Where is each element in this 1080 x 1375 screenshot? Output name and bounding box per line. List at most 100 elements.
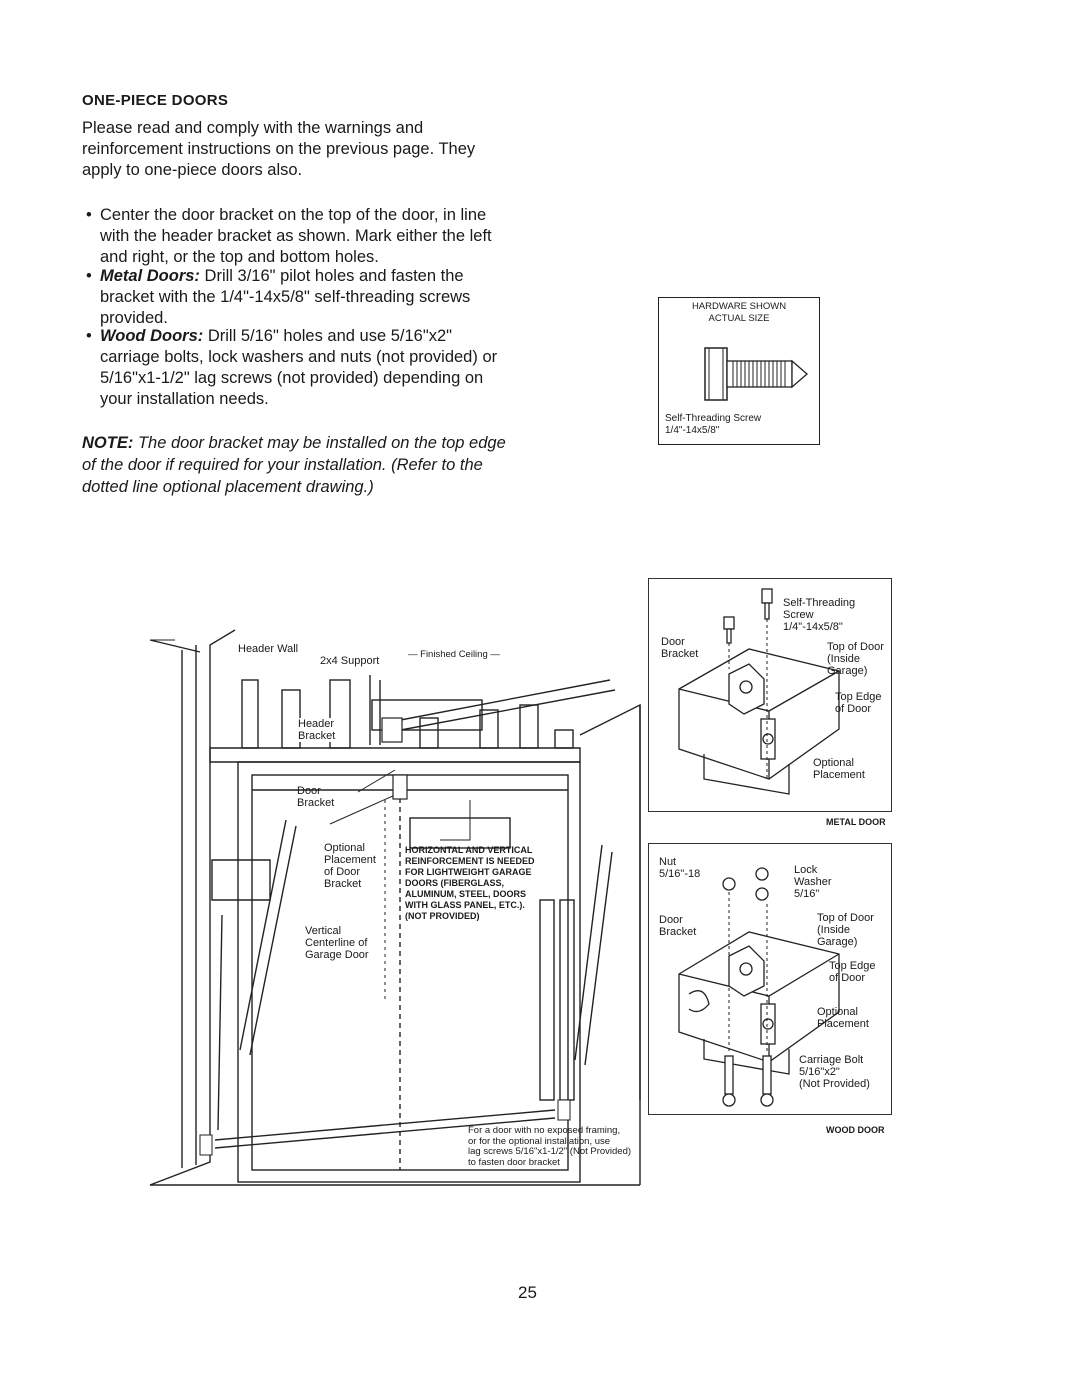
optional-label-1: Optional (324, 842, 365, 854)
wood-lock-1: Lock (794, 864, 818, 876)
metal-tod-2: (Inside (827, 653, 861, 665)
door-bracket-label: Door Bracket (297, 785, 334, 809)
bullet-line: bracket with the 1/4"-14x5/8" self-threa… (100, 288, 471, 306)
header-bracket-icon (381, 717, 403, 743)
bullet-first: Drill 3/16" pilot holes and fasten the (204, 267, 464, 285)
metal-top-edge-label: Top Edge of Door (835, 691, 881, 715)
wood-door-drawing (678, 867, 840, 1107)
bullet-dot: • (86, 327, 92, 345)
hardware-caption-1: Self-Threading Screw (665, 413, 762, 424)
wood-door-bracket-label: Door Bracket (659, 914, 696, 938)
optional-label-3: of Door (324, 866, 361, 878)
header-bracket-label-2: Bracket (298, 730, 336, 742)
door-bracket-icon (392, 774, 408, 800)
wood-te-1: Top Edge (829, 960, 876, 972)
hardware-caption-2: 1/4"-14x5/8" (665, 425, 720, 436)
ceiling-label: — Finished Ceiling — (408, 649, 500, 660)
metal-te-1: Top Edge (835, 691, 882, 703)
reinforcement-warning: HORIZONTAL AND VERTICAL REINFORCEMENT IS… (405, 845, 535, 922)
metal-opt-1: Optional (813, 757, 854, 769)
bullet-line: carriage bolts, lock washers and nuts (n… (100, 348, 498, 366)
metal-door-drawing (678, 588, 840, 795)
metal-door-bracket-label: Door Bracket (661, 636, 698, 660)
bullet-dot: • (86, 267, 92, 285)
door-bracket-label-1: Door (297, 785, 321, 797)
wood-top-edge-label: Top Edge of Door (829, 960, 875, 984)
ceiling-label-text: Finished Ceiling (420, 649, 488, 660)
metal-screw-2: Screw (783, 609, 814, 621)
wood-lock-washer-label: Lock Washer 5/16" (794, 864, 832, 900)
bullet-line: your installation needs. (100, 390, 269, 408)
intro-line-3: apply to one-piece doors also. (82, 161, 303, 179)
hardware-title-2: ACTUAL SIZE (708, 313, 770, 324)
footnote-3: lag screws 5/16"x1-1/2" (Not Provided) (468, 1146, 632, 1157)
bullet-line: with the header bracket as shown. Mark e… (100, 227, 492, 245)
hardware-title: HARDWARE SHOWN ACTUAL SIZE (659, 301, 819, 325)
hardware-caption: Self-Threading Screw 1/4"-14x5/8" (665, 413, 761, 437)
bullet-line: and right, or the top and bottom holes. (100, 248, 379, 266)
metal-top-of-door-label: Top of Door (Inside Garage) (827, 641, 884, 677)
footnote-2: or for the optional installation, use (468, 1135, 611, 1147)
bullet-line: 5/16"x1-1/2" lag screws (not provided) d… (100, 369, 484, 387)
warning-line-4: DOORS (FIBERGLASS, (405, 878, 505, 888)
footnote-4: to fasten door bracket (468, 1156, 560, 1168)
intro-line-1: Please read and comply with the warnings… (82, 119, 424, 137)
bottom-bracket-left-icon (199, 1134, 213, 1156)
bullet-lead: Metal Doors: (100, 267, 200, 285)
vertical-label-2: Centerline of (305, 937, 368, 949)
optional-label-2: Placement (324, 854, 376, 866)
vertical-label-3: Garage Door (305, 949, 369, 961)
wood-nut-2: 5/16"-18 (659, 868, 701, 880)
footnote: For a door with no exposed framing, or f… (468, 1125, 632, 1168)
bullet-wood-doors: • Wood Doors: Drill 5/16" holes and use … (86, 326, 526, 410)
header-bracket-label: Header Bracket (298, 718, 336, 742)
note-line-1: The door bracket may be installed on the… (137, 434, 506, 452)
bullet-lead: Wood Doors: (100, 327, 204, 345)
metal-optional-label: Optional Placement (813, 757, 865, 781)
warning-line-6: WITH GLASS PANEL, ETC.). (405, 900, 525, 910)
optional-label-4: Bracket (324, 878, 362, 890)
metal-opt-2: Placement (813, 769, 865, 781)
warning-line-1: HORIZONTAL AND VERTICAL (405, 845, 533, 855)
metal-tod-3: Garage) (827, 665, 868, 677)
wood-te-2: of Door (829, 972, 866, 984)
door-bracket-label-2: Bracket (297, 797, 335, 809)
bullet-line: Metal Doors: Drill 3/16" pilot holes and… (100, 266, 526, 287)
wood-db-2: Bracket (659, 926, 697, 938)
wood-nut-1: Nut (659, 856, 677, 868)
support-label: 2x4 Support (320, 655, 380, 667)
note-line-2: of the door if required for your install… (82, 456, 483, 474)
note-line: NOTE: The door bracket may be installed … (82, 432, 532, 454)
bullet-first: Drill 5/16" holes and use 5/16"x2" (207, 327, 452, 345)
wood-bolt-3: (Not Provided) (799, 1078, 870, 1090)
page-number: 25 (518, 1283, 537, 1302)
vertical-centerline-label: Vertical Centerline of Garage Door (305, 925, 369, 961)
metal-door-figure: Self-Threading Screw 1/4"-14x5/8" Door B… (648, 578, 892, 812)
warning-line-7: (NOT PROVIDED) (405, 911, 480, 921)
warning-line-2: REINFORCEMENT IS NEEDED (405, 856, 535, 866)
wood-door-caption: WOOD DOOR (826, 1125, 885, 1135)
wood-tod-1: Top of Door (817, 912, 874, 924)
note: NOTE: The door bracket may be installed … (82, 432, 532, 498)
wood-bolt-2: 5/16"x2" (799, 1066, 840, 1078)
metal-screw-1: Self-Threading (783, 597, 856, 609)
metal-db-1: Door (661, 636, 685, 648)
header-bracket-label-1: Header (298, 718, 335, 730)
intro-line-2: reinforcement instructions on the previo… (82, 140, 476, 158)
wood-nut-label: Nut 5/16"-18 (659, 856, 700, 880)
bullet-metal-doors: • Metal Doors: Drill 3/16" pilot holes a… (86, 266, 526, 329)
metal-te-2: of Door (835, 703, 872, 715)
metal-tod-1: Top of Door (827, 641, 884, 653)
bullet-line: Center the door bracket on the top of th… (100, 206, 487, 224)
metal-door-caption: METAL DOOR (826, 817, 886, 827)
wood-opt-1: Optional (817, 1006, 858, 1018)
wood-bolt-1: Carriage Bolt (799, 1054, 864, 1066)
section-heading: ONE-PIECE DOORS (82, 92, 229, 109)
wood-opt-2: Placement (817, 1018, 869, 1030)
wood-optional-label: Optional Placement (817, 1006, 869, 1030)
bullet-line: Wood Doors: Drill 5/16" holes and use 5/… (100, 326, 526, 347)
wood-lock-3: 5/16" (794, 888, 820, 900)
warning-line-3: FOR LIGHTWEIGHT GARAGE (405, 867, 532, 877)
wood-tod-2: (Inside (817, 924, 851, 936)
bullet-dot: • (86, 206, 92, 224)
